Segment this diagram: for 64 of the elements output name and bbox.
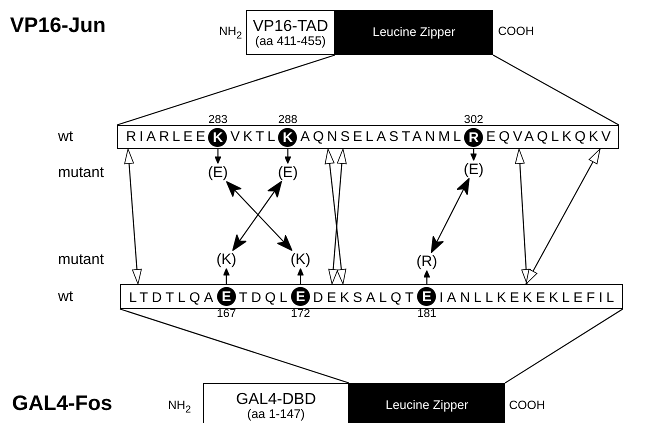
arrow: [423, 270, 430, 286]
arrow: [470, 148, 478, 161]
residue-number: 302: [464, 114, 484, 126]
mutant-residue: (E): [464, 161, 484, 178]
domain-label: Leucine Zipper: [372, 24, 456, 41]
mutant-residue: (R): [416, 253, 438, 270]
residue-circle: K: [208, 128, 228, 146]
leucine-zipper-box: [349, 383, 505, 423]
double-arrow: [514, 148, 532, 284]
residue-circle: K: [278, 128, 298, 146]
double-arrow: [324, 148, 346, 284]
sequence-text: AQNSELASTANML: [300, 129, 464, 145]
residue-range: (aa 1-147): [247, 408, 305, 420]
sequence-text: TDQL: [238, 288, 292, 304]
construct-name: GAL4-Fos: [12, 392, 112, 416]
domain-label: GAL4-DBD: [236, 390, 316, 408]
double-arrow: [124, 148, 142, 284]
mutant-residue: (E): [208, 164, 228, 181]
terminus-label: COOH: [498, 24, 534, 38]
zoom-line: [116, 54, 336, 126]
residue-circle: E: [291, 287, 310, 306]
residue-number: 181: [417, 308, 436, 320]
arrow: [284, 148, 292, 164]
residue-number: 172: [290, 308, 310, 320]
residue-circle: R: [464, 128, 484, 146]
construct-name: VP16-Jun: [10, 14, 106, 38]
sequence-text: LTDTLQA: [129, 288, 217, 304]
residue-range: (aa 411-455): [255, 34, 326, 48]
terminus-label: COOH: [509, 398, 545, 412]
row-label: wt: [58, 288, 73, 305]
domain-label: Leucine Zipper: [386, 397, 468, 414]
row-label: wt: [58, 128, 73, 145]
row-label: mutant: [58, 251, 104, 268]
terminus-label: NH$_{2}$: [168, 398, 191, 416]
sequence-text: DEKSALQT: [313, 288, 418, 304]
domain-label: VP16-TAD: [252, 18, 328, 34]
double-arrow: [232, 180, 282, 252]
zoom-line: [120, 308, 350, 384]
double-arrow: [430, 178, 470, 254]
double-arrow: [226, 180, 293, 252]
residue-number: 283: [208, 114, 228, 126]
arrow: [222, 268, 230, 286]
mutant-residue: (K): [216, 251, 236, 268]
sequence-text: IANLLKEKEKLEFIL: [439, 288, 618, 304]
residue-circle: E: [216, 287, 236, 306]
residue-number: 167: [216, 308, 236, 320]
sequence-text: RIARLEE: [126, 129, 208, 145]
row-label: mutant: [58, 164, 104, 181]
sequence-text: VKTL: [230, 129, 278, 145]
domain-box: [246, 10, 335, 55]
double-arrow: [526, 148, 600, 284]
mutant-residue: (K): [290, 251, 311, 268]
sequence-text: EQVAQLKQKV: [486, 129, 614, 145]
double-arrow: [328, 148, 347, 284]
arrow: [214, 148, 222, 164]
leucine-zipper-box: [335, 10, 493, 55]
terminus-label: NH$_{2}$: [219, 24, 242, 42]
zoom-line: [492, 54, 620, 126]
arrow: [297, 268, 304, 286]
zoom-line: [504, 308, 624, 384]
domain-box: [203, 383, 349, 423]
residue-number: 288: [278, 114, 298, 126]
residue-circle: E: [417, 287, 436, 306]
mutant-residue: (E): [278, 164, 298, 181]
